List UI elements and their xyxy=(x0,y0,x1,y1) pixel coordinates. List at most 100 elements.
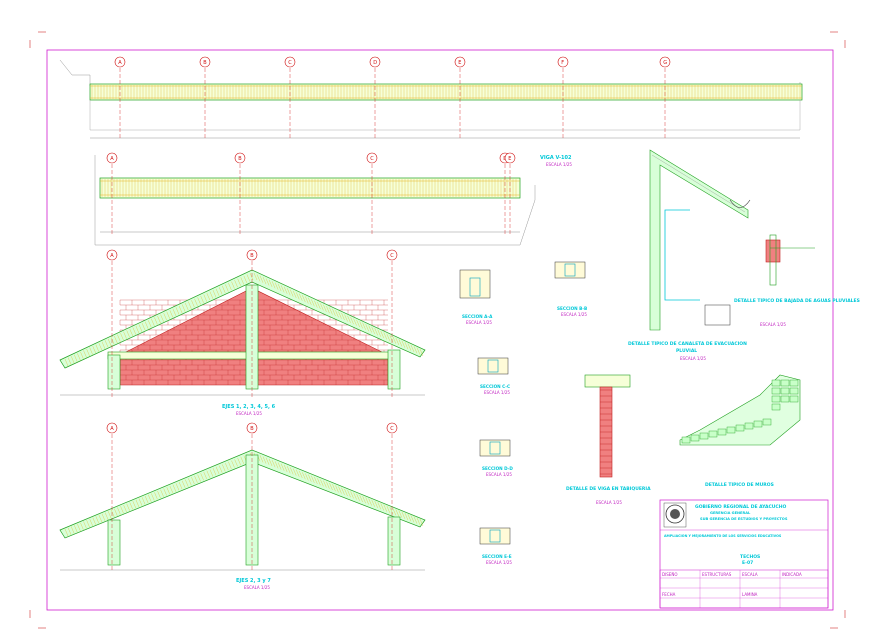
grid-axes: A B C xyxy=(106,249,398,398)
gutter-title: DETALLE TIPICO DE CANALETA DE EVACUACION xyxy=(628,341,747,347)
grid-label: D xyxy=(373,60,377,66)
grid-label: E xyxy=(508,156,511,162)
beam-stirrups xyxy=(91,85,801,99)
section-scale: ESCALA 1/25 xyxy=(486,560,512,565)
grid-axes: A B C xyxy=(106,422,398,572)
slab-hatch xyxy=(64,452,424,537)
grid-bubble xyxy=(369,56,381,68)
grid-label: C xyxy=(288,60,292,66)
grid-bubble xyxy=(386,422,398,434)
tb-sheet-code: E-07 xyxy=(742,560,753,566)
grid-bubble xyxy=(366,152,378,164)
parapet-scale: ESCALA 1/25 xyxy=(596,500,622,505)
grid-bubble xyxy=(246,422,258,434)
beam-stirrups xyxy=(101,179,517,197)
grid-bubble xyxy=(106,422,118,434)
grid-label: C xyxy=(390,253,394,259)
title-block-cell: FECHA xyxy=(662,592,676,597)
section-title: SECCION E-E xyxy=(482,554,512,559)
truss-elevation-1: A B C EJES 1, 2, 3, 4, 5, 6 ESCALA 1/25 xyxy=(59,249,426,416)
title-block-cell: ESCALA xyxy=(742,572,758,577)
grid-axes: A B C D E F G xyxy=(114,56,671,140)
section-outline xyxy=(479,439,511,457)
viga-scale: ESCALA 1/25 xyxy=(546,162,572,167)
pluvial-detail: DETALLE TIPICO DE BAJADA DE AGUAS PLUVIA… xyxy=(734,234,860,327)
grid-label: F xyxy=(561,60,564,66)
section-scale: ESCALA 1/25 xyxy=(484,390,510,395)
title-block-cell: INDICADA xyxy=(782,572,802,577)
title-block: GOBIERNO REGIONAL DE AYACUCHO GERENCIA G… xyxy=(659,499,829,609)
grid-label: B xyxy=(238,156,242,162)
gutter-scale: ESCALA 1/25 xyxy=(680,356,706,361)
sheet-border xyxy=(46,49,834,611)
pluvial-title: DETALLE TIPICO DE BAJADA DE AGUAS PLUVIA… xyxy=(734,298,860,304)
column-left xyxy=(107,354,121,390)
grid-label: A xyxy=(118,60,122,66)
grid-bubble xyxy=(234,152,246,164)
section-scale: ESCALA 1/25 xyxy=(486,472,512,477)
grid-bubble xyxy=(246,249,258,261)
viga-label: VIGA V-102 xyxy=(540,155,572,161)
section-title: SECCION D-D xyxy=(482,466,513,471)
brick-title: DETALLE TIPICO DE MUROS xyxy=(705,482,774,488)
beam-body xyxy=(99,177,521,199)
info-strip xyxy=(659,569,829,609)
grid-bubble xyxy=(504,152,516,164)
grid-bubble xyxy=(454,56,466,68)
title-block-grid: DISEÑO ESTRUCTURAS ESCALA INDICADA FECHA LAMI… xyxy=(660,570,828,608)
grid-label: A xyxy=(110,253,114,259)
brick-wall-3d-detail: DETALLE TIPICO DE MUROS xyxy=(679,374,801,488)
gutter-detail: DETALLE TIPICO DE CANALETA DE EVACUACION… xyxy=(628,149,751,361)
tb-sheet-title: TECHOS xyxy=(740,554,760,560)
pluvial-scale: ESCALA 1/25 xyxy=(760,322,786,327)
section-title: SECCION B-B xyxy=(557,306,587,311)
grid-label: A xyxy=(110,156,114,162)
truss1-title: EJES 1, 2, 3, 4, 5, 6 xyxy=(222,404,276,410)
section-title: SECCION A-A xyxy=(462,314,493,319)
beam-elevation-1: A B C D E F G xyxy=(59,56,803,140)
grid-bubble xyxy=(557,56,569,68)
grid-bubble xyxy=(284,56,296,68)
parapet-detail: DETALLE DE VIGA EN TABIQUERIA ESCALA 1/2… xyxy=(566,374,651,505)
grid-label: G xyxy=(663,60,667,66)
grid-label: A xyxy=(110,426,114,432)
parapet-title: DETALLE DE VIGA EN TABIQUERIA xyxy=(566,486,651,492)
section-scale: ESCALA 1/25 xyxy=(561,312,587,317)
truss2-title: EJES 2, 3 y 7 xyxy=(236,578,271,584)
title-block-cell: LAMINA xyxy=(742,592,758,597)
tb-institution: GOBIERNO REGIONAL DE AYACUCHO xyxy=(695,504,786,510)
grid-label: B xyxy=(250,426,254,432)
grid-label: E xyxy=(458,60,461,66)
tb-project: AMPLIACION Y MEJORAMIENTO DE LOS SERVICI… xyxy=(664,534,782,538)
grid-label: B xyxy=(250,253,254,259)
section-outline xyxy=(479,527,511,545)
tb-line3: SUB GERENCIA DE ESTUDIOS Y PROYECTOS xyxy=(700,517,788,521)
grid-bubble xyxy=(659,56,671,68)
column-right xyxy=(387,349,401,390)
grid-bubble xyxy=(199,56,211,68)
section-outline xyxy=(554,261,586,279)
section-outline xyxy=(459,269,491,299)
title-block-cell: DISEÑO xyxy=(662,572,677,577)
truss1-scale: ESCALA 1/25 xyxy=(236,411,262,416)
gutter-sub: PLUVIAL xyxy=(676,348,697,354)
grid-bubble xyxy=(106,152,118,164)
section-outline xyxy=(477,357,509,375)
corner-marks xyxy=(29,31,846,629)
grid-label: B xyxy=(203,60,207,66)
grid-bubble xyxy=(106,249,118,261)
grid-bubble xyxy=(386,249,398,261)
tb-line2: GERENCIA GENERAL xyxy=(710,511,751,515)
section-scale: ESCALA 1/25 xyxy=(466,320,492,325)
grid-label: C xyxy=(390,426,394,432)
title-block-cell: ESTRUCTURAS xyxy=(702,572,732,577)
grid-label: C xyxy=(370,156,374,162)
grid-bubble xyxy=(114,56,126,68)
section-title: SECCION C-C xyxy=(480,384,510,389)
